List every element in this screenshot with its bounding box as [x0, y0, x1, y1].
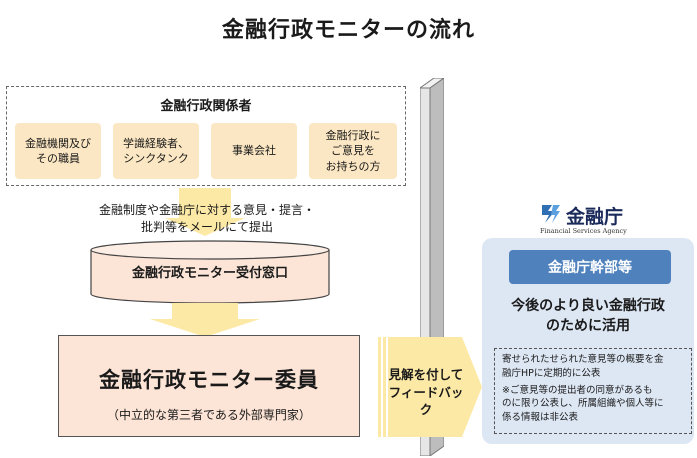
fsa-exec-box: 金融庁幹部等 [509, 250, 671, 284]
down-arrow-committee [150, 303, 260, 337]
feedback-text: 見解を付して フィードバック [388, 367, 464, 417]
committee-box: 金融行政モニター委員 （中立的な第三者である外部専門家） [58, 335, 360, 437]
stakeholder-box-companies: 事業会社 [211, 123, 297, 179]
feedback-arrow [378, 337, 482, 437]
fsa-notes-box: 寄せられたせられた意見等の概要を金 融庁HPに定期的に公表 ※ご意見等の提出者の… [494, 348, 692, 434]
stakeholders-title: 金融行政関係者 [160, 99, 252, 114]
fsa-logo-icon [542, 205, 560, 223]
submission-text: 金融制度や金融庁に対する意見・提言・ 批判等をメールにて提出 [98, 203, 315, 235]
stakeholders-group: 金融行政関係者 金融機関及び その職員 学識経験者、 シンクタンク 事業会社 金… [6, 86, 406, 186]
stakeholder-box-citizens: 金融行政に ご意見を お持ちの方 [309, 123, 397, 179]
fsa-note-privacy: ※ご意見等の提出者の同意があるも のに限り公表し、所属組織や個人等に 係る情報は… [502, 384, 664, 424]
stakeholder-box-financial-institutions: 金融機関及び その職員 [15, 123, 101, 179]
fsa-logo-name: 金融庁 [566, 206, 624, 228]
fsa-logo-english: Financial Services Agency [540, 227, 627, 235]
stakeholder-box-academics: 学識経験者、 シンクタンク [113, 123, 199, 179]
reception-label: 金融行政モニター受付窓口 [131, 266, 288, 281]
fsa-note-publication: 寄せられたせられた意見等の概要を金 融庁HPに定期的に公表 [502, 354, 664, 379]
committee-subtitle: （中立的な第三者である外部専門家） [107, 408, 311, 422]
reception-cylinder [90, 240, 330, 304]
fsa-logo: 金融庁 Financial Services Agency [540, 202, 660, 236]
down-arrow-submission [165, 188, 245, 236]
fsa-use-text: 今後のより良い金融行政 のために活用 [511, 298, 665, 335]
committee-title: 金融行政モニター委員 [99, 368, 319, 392]
page-title: 金融行政モニターの流れ [221, 18, 475, 43]
